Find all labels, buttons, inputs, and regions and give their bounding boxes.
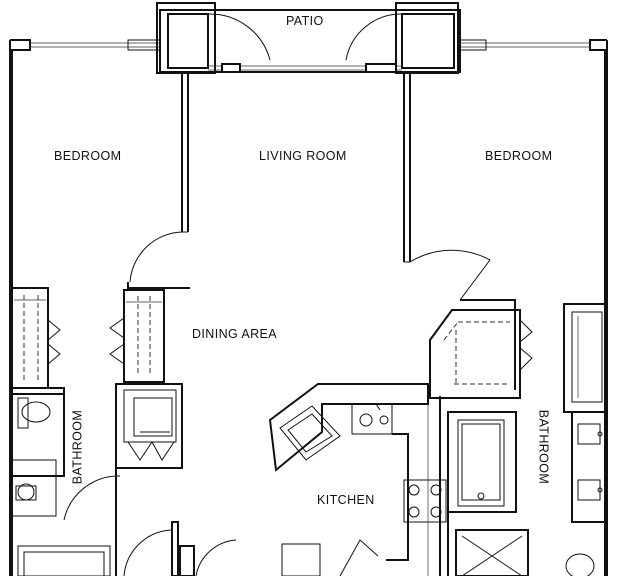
right-bathroom [447, 303, 608, 576]
label-patio: PATIO [286, 14, 324, 28]
label-bathroom-right: BATHROOM [536, 409, 551, 485]
label-bedroom-left: BEDROOM [54, 149, 122, 163]
laundry [115, 383, 183, 469]
right-bedroom-walls [403, 72, 516, 390]
left-bedroom-walls [10, 72, 190, 289]
patio-enclosure [156, 2, 461, 74]
label-bathroom-left: BATHROOM [70, 409, 85, 485]
exterior-walls [9, 39, 608, 576]
right-closet [429, 309, 533, 399]
label-dining-area: DINING AREA [192, 327, 277, 341]
label-bedroom-right: BEDROOM [485, 149, 553, 163]
kitchen-lower [281, 404, 429, 576]
kitchen-island [268, 383, 429, 561]
label-living-room: LIVING ROOM [259, 149, 347, 163]
lower-center-doors [123, 521, 237, 576]
hall-walls [439, 396, 449, 576]
dining-closet [109, 289, 165, 383]
left-closet [9, 287, 65, 395]
left-bathroom [9, 393, 121, 576]
label-kitchen: KITCHEN [317, 493, 375, 507]
